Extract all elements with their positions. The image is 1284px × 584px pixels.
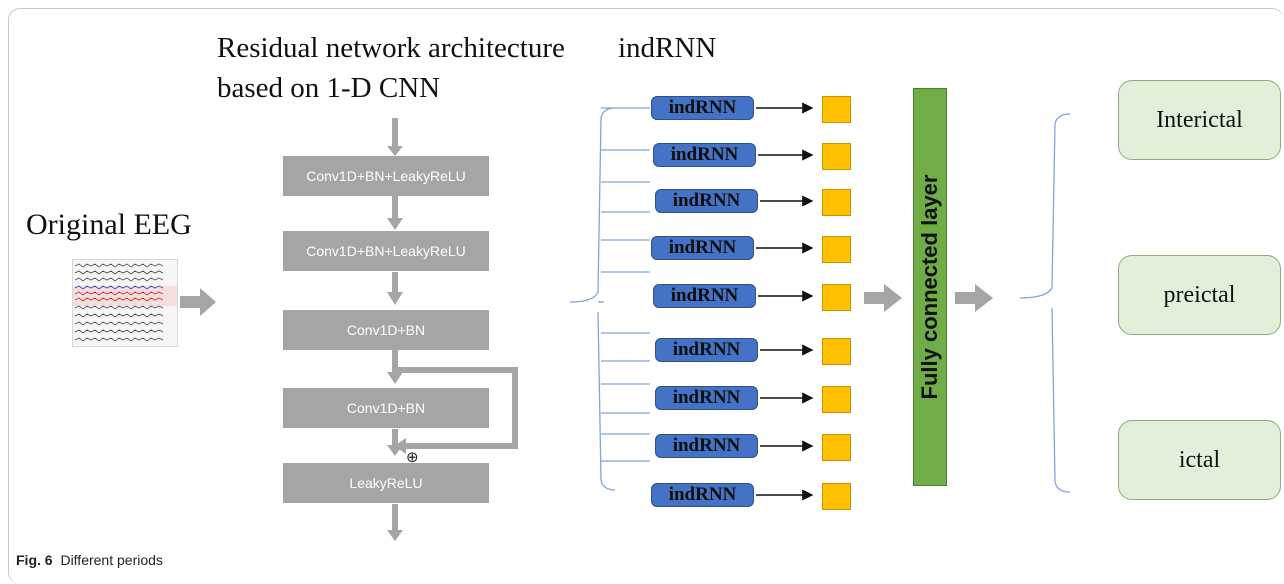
- caption-text: Different periods: [60, 552, 163, 568]
- fc-arrows: [864, 284, 993, 312]
- indrnn-output-6: [822, 338, 851, 365]
- resnet-arrows: [387, 118, 518, 541]
- indrnn-output-2: [822, 143, 851, 170]
- indrnn-unit-7: indRNN: [655, 386, 758, 410]
- fully-connected-layer: [913, 88, 947, 486]
- resnet-title-line1: Residual network architecture: [217, 32, 565, 64]
- resnet-block-5: LeakyReLU: [283, 463, 489, 503]
- resnet-title-line2: based on 1-D CNN: [217, 72, 441, 104]
- resnet-block-1: Conv1D+BN+LeakyReLU: [283, 156, 489, 196]
- indrnn-unit-3: indRNN: [655, 189, 758, 213]
- indrnn-output-7: [822, 386, 851, 413]
- indrnn-unit-6: indRNN: [655, 338, 758, 362]
- indrnn-output-1: [822, 96, 851, 123]
- figure-caption: Fig. 6 Different periods: [16, 552, 163, 568]
- indrnn-output-4: [822, 236, 851, 263]
- class-interictal: Interictal: [1118, 80, 1281, 160]
- indrnn-bracket: [569, 107, 650, 491]
- indrnn-unit-2: indRNN: [653, 143, 756, 167]
- caption-label: Fig. 6: [16, 552, 53, 568]
- resnet-block-3: Conv1D+BN: [283, 310, 489, 350]
- indrnn-output-9: [822, 483, 851, 510]
- class-bracket: [1019, 113, 1071, 493]
- indrnn-output-5: [822, 284, 851, 311]
- resnet-block-4: Conv1D+BN: [283, 388, 489, 428]
- eeg-arrow: [180, 288, 216, 316]
- resnet-block-2: Conv1D+BN+LeakyReLU: [283, 231, 489, 271]
- eeg-signal-image: [72, 259, 178, 347]
- indrnn-unit-8: indRNN: [655, 434, 758, 458]
- residual-add-symbol: ⊕: [406, 448, 419, 466]
- indrnn-output-arrows: [756, 102, 814, 501]
- indrnn-unit-5: indRNN: [653, 284, 756, 308]
- class-ictal: ictal: [1118, 420, 1281, 500]
- indrnn-output-8: [822, 434, 851, 461]
- fully-connected-label: Fully connected layer: [917, 174, 942, 400]
- eeg-label: Original EEG: [26, 208, 192, 241]
- resnet-title: Residual network architecture based on 1…: [217, 28, 565, 108]
- class-preictal: preictal: [1118, 255, 1281, 335]
- figure-frame: [8, 8, 1284, 584]
- indrnn-unit-9: indRNN: [651, 483, 754, 507]
- indrnn-unit-1: indRNN: [651, 96, 754, 120]
- indrnn-unit-4: indRNN: [651, 236, 754, 260]
- indrnn-title: indRNN: [618, 32, 717, 64]
- indrnn-output-3: [822, 189, 851, 216]
- eeg-waveform-icon: [73, 263, 177, 342]
